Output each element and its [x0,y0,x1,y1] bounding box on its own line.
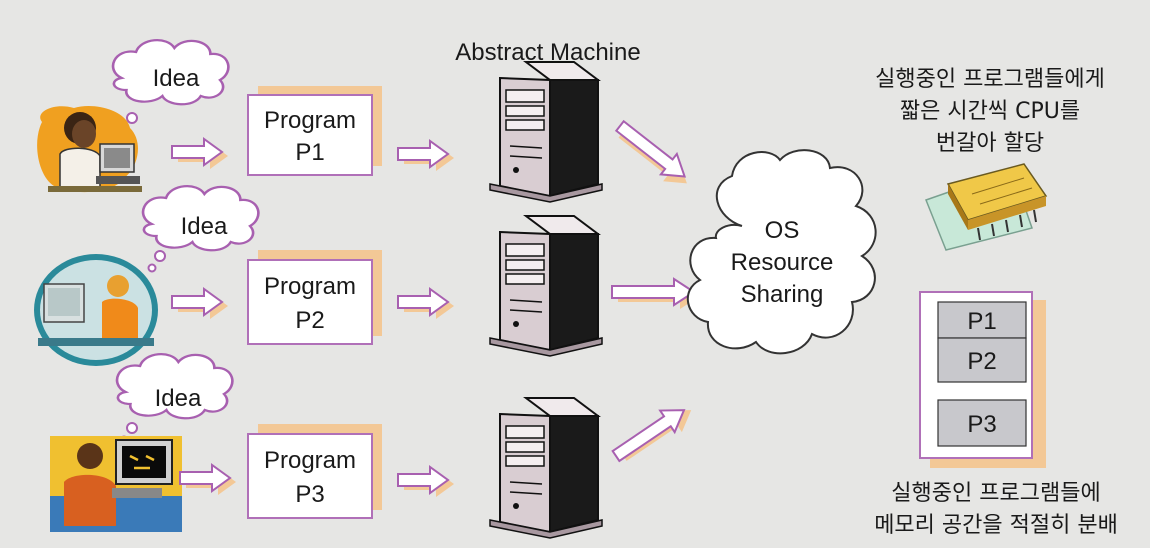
program-box-1 [247,94,373,176]
memory-block-p2-label: P2 [967,348,996,375]
cpu-note-line1: 실행중인 프로그램들에게 [875,67,1105,92]
computer-tower-icon [489,61,603,203]
memory-block-p1 [937,301,1027,339]
memory-block-p1-label: P1 [967,308,996,335]
memory-note-line2: 메모리 공간을 적절히 분배 [874,513,1118,538]
arrow-program-to-machine-1 [397,140,455,172]
os-cloud-line1: OS [765,217,800,244]
programmer-clipart-2 [34,254,158,366]
os-cloud-line2: Resource [731,249,834,276]
programmer-clipart-1 [37,106,142,193]
program-box-3 [247,433,373,519]
thought-bubble-dot [154,250,166,262]
program-box-2-line2: P2 [295,307,324,334]
os-resource-cloud [686,149,877,355]
program-box-1-line2: P1 [295,139,324,166]
idea-label-2: Idea [181,213,228,240]
arrow-machine-to-os-1 [608,114,699,195]
arrow-machine-to-os-3 [607,395,700,472]
cpu-note-line2: 짧은 시간씩 CPU를 [900,99,1080,124]
os-cloud-line3: Sharing [741,281,824,308]
arrow-idea-to-program-2 [171,288,229,320]
memory-block-p2 [937,337,1027,383]
arrow-program-to-machine-2 [397,288,455,320]
memory-block-p3 [937,399,1027,447]
program-box-3-line2: P3 [295,481,324,508]
program-box-2-line1: Program [264,273,356,300]
arrow-idea-to-program-1 [171,138,229,170]
thought-bubble-dot [126,422,138,434]
cpu-note-line3: 번갈아 할당 [936,131,1044,156]
arrow-idea-to-program-3 [179,464,237,496]
program-box-1-line1: Program [264,107,356,134]
memory-stack [919,291,1046,468]
arrow-machine-to-os-2 [611,278,701,310]
idea-label-3: Idea [155,385,202,412]
program-box-3-line1: Program [264,447,356,474]
program-box-2 [247,259,373,345]
programmer-clipart-3 [50,436,182,532]
computer-tower-icon [489,215,603,357]
memory-note-line1: 실행중인 프로그램들에 [891,481,1100,506]
arrow-program-to-machine-3 [397,466,455,498]
computer-tower-icon [489,397,603,539]
idea-label-1: Idea [153,65,200,92]
cpu-chip-icon [925,163,1048,251]
thought-bubble-dot [147,263,157,273]
memory-block-p3-label: P3 [967,411,996,438]
thought-bubble-dot [126,112,138,124]
